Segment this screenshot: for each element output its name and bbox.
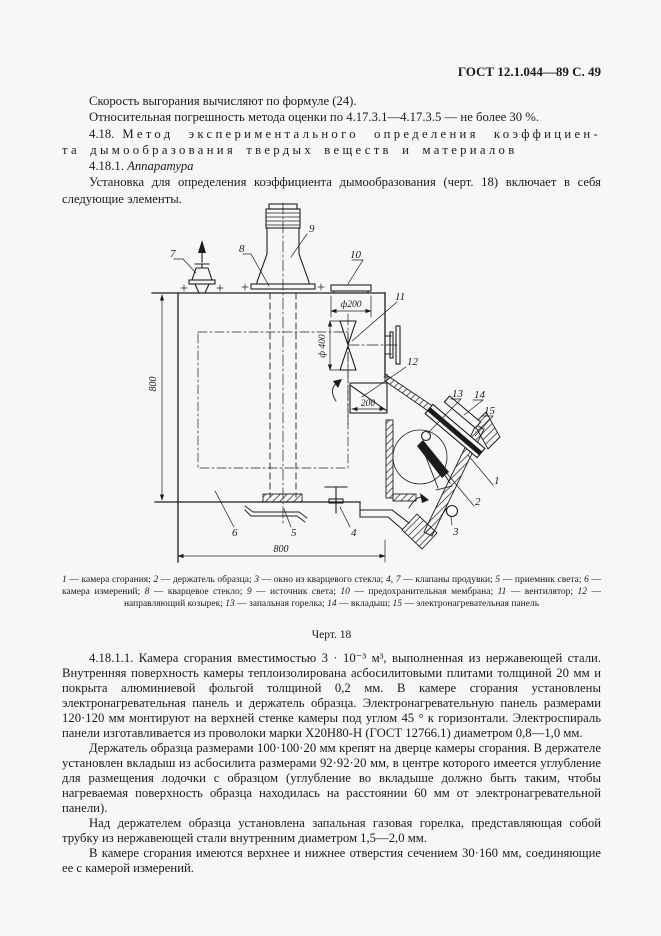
dimension-width-800: [177, 539, 386, 563]
part-label-6: 6: [232, 527, 238, 539]
fan-motor-flange: [389, 331, 394, 359]
ignition-burner: [420, 430, 432, 442]
paragraph-burnout-rate: Скорость выгорания вычисляют по формуле …: [89, 94, 357, 108]
legend-item: 15 — электронагревательная панель: [392, 599, 540, 609]
paragraph-error: Относительная погрешность метода оценки …: [89, 110, 540, 125]
paragraph-burner: Над держателем образца установлена запал…: [62, 816, 601, 845]
paragraph-setup: Установка для определения коэффициента д…: [62, 175, 601, 206]
legend-item: 9 — источник света;: [246, 587, 341, 597]
upper-duct: [383, 373, 435, 414]
quartz-window: [440, 504, 459, 518]
light-beam: [269, 202, 297, 525]
dim-label-phi400: ф 400: [317, 334, 328, 358]
light-receiver: [244, 493, 308, 523]
paragraph-openings: В камере сгорания имеются верхнее и нижн…: [62, 846, 601, 875]
dim-label-height-800: 800: [148, 377, 159, 392]
part-label-2: 2: [475, 496, 481, 508]
combustion-chamber-walls: [385, 419, 417, 502]
legend-item: 8 — кварцевое стекло;: [144, 587, 247, 597]
dimension-phi200: [330, 295, 372, 318]
quartz-glass-plate: [250, 283, 316, 290]
part-label-5: 5: [291, 527, 297, 539]
subsection-title: Аппаратура: [127, 159, 194, 174]
part-label-3: 3: [452, 526, 459, 538]
light-source: [241, 203, 325, 291]
legend-item: 14 — вкладыш;: [327, 599, 393, 609]
dim-label-width-800: 800: [274, 544, 289, 555]
heating-panel: [424, 395, 486, 459]
dim-label-200: 200: [361, 399, 376, 409]
legend-item: 1 — камера сгорания;: [62, 575, 154, 585]
legend-item: 11 — вентилятор;: [497, 587, 578, 597]
part-label-14: 14: [474, 389, 486, 401]
part-label-12: 12: [407, 356, 419, 368]
part-label-1: 1: [494, 475, 500, 487]
section-heading-line2: та дымообразования твердых веществ и мат…: [62, 142, 518, 157]
part-label-7: 7: [170, 248, 176, 260]
purge-valve-top: [180, 240, 224, 294]
legend-item: 5 — приемник света;: [495, 575, 585, 585]
legend-item: 2 — держатель образца;: [153, 575, 255, 585]
section-title-part1: Метод экспериментального определения коэ…: [122, 126, 602, 141]
figure-diagram: 7 8 9 10 11 12 13 14 15 1 2 3 4 5 6 ф200…: [148, 202, 501, 563]
legend-item: 3 — окно из кварцевого стекла;: [254, 575, 386, 585]
subsection-number: 4.18.1.: [89, 159, 124, 174]
purge-valve-bottom: [324, 486, 348, 514]
paragraph-combustion-chamber: 4.18.1.1. Камера сгорания вместимостью 3…: [62, 651, 601, 740]
intro-text: Скорость выгорания вычисляют по формуле …: [62, 93, 601, 207]
subsection-heading: 4.18.1. Аппаратура: [62, 158, 601, 174]
part-label-8: 8: [239, 243, 245, 255]
measurement-chamber: [151, 292, 386, 563]
legend-item: 12 — направляющий козырек;: [123, 587, 602, 609]
part-label-11: 11: [395, 291, 405, 303]
legend-item: 10 — предохранительная мембрана;: [340, 587, 498, 597]
deflector: [349, 382, 388, 414]
page-header: ГОСТ 12.1.044—89 С. 49: [457, 64, 601, 79]
dim-label-phi200: ф200: [341, 299, 362, 310]
sample-holder: [417, 440, 453, 491]
legend-item: 13 — запальная горелка;: [225, 599, 328, 609]
figure-caption: Черт. 18: [311, 629, 352, 641]
part-label-10: 10: [350, 249, 362, 261]
safety-membrane: [330, 284, 372, 294]
body-text: 4.18.1.1. Камера сгорания вместимостью 3…: [62, 651, 601, 876]
fan: [339, 313, 401, 425]
part-label-9: 9: [309, 223, 315, 235]
section-number: 4.18.: [89, 126, 115, 141]
part-label-4: 4: [351, 527, 357, 539]
legend-item: 6 — камера измерений;: [62, 575, 602, 597]
paragraph-sample-holder: Держатель образца размерами 100·100·20 м…: [62, 741, 601, 815]
legend-item: 4, 7 — клапаны продувки;: [385, 575, 496, 585]
dimension-phi400: [327, 320, 345, 371]
flow-arrows: [332, 379, 429, 509]
figure-legend: 1 — камера сгорания; 2 — держатель образ…: [62, 574, 601, 610]
leader-lines: [173, 233, 494, 528]
section-heading-line1: 4.18. Метод экспериментального определен…: [62, 126, 601, 142]
part-label-13: 13: [452, 388, 464, 400]
part-label-15: 15: [484, 405, 496, 417]
chamber-opening-circle: [392, 429, 448, 485]
bottom-duct: [359, 501, 438, 550]
